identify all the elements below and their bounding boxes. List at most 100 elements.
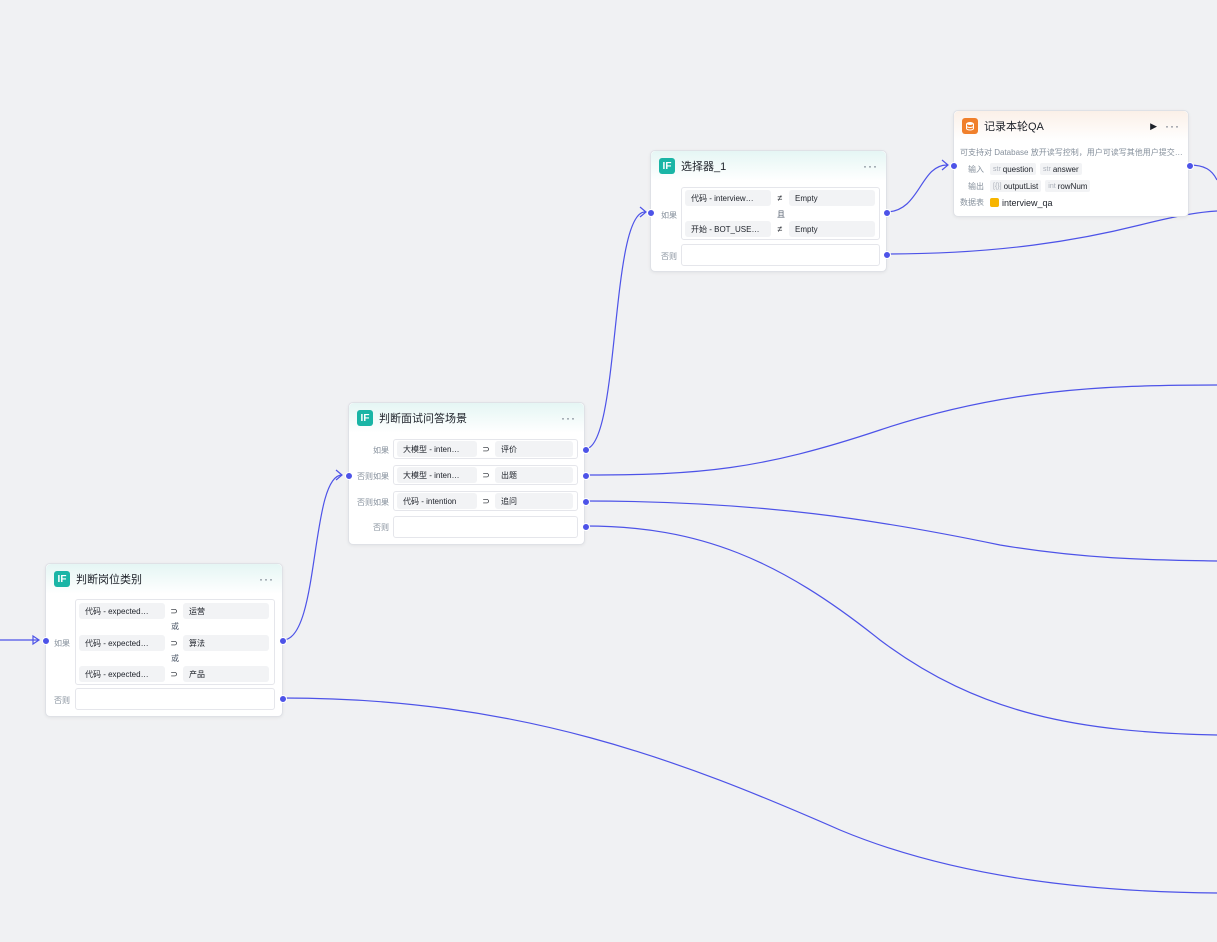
branch-label: 否则如果 <box>357 498 389 507</box>
output-port-elseif-2[interactable] <box>582 498 590 506</box>
condition-left[interactable]: 代码 - expected… <box>79 666 165 682</box>
condition-left[interactable]: 代码 - interview… <box>685 190 771 206</box>
condition-group: 代码 - interview… ≠ Empty 且 开始 - BOT_USE… … <box>681 187 880 240</box>
node-description: 可支持对 Database 放开读写控制，用户可读写其他用户提交… <box>960 148 1183 157</box>
condition-left[interactable]: 大模型 - inten… <box>397 467 477 483</box>
arrow-record <box>941 159 949 171</box>
logic-or[interactable]: 或 <box>171 654 179 663</box>
condition-right[interactable]: Empty <box>789 221 875 237</box>
condition-operator[interactable]: ⊃ <box>482 469 490 480</box>
table-label: 数据表 <box>960 198 984 207</box>
condition-group: 代码 - expected… ⊃ 运营 或 代码 - expected… ⊃ 算… <box>75 599 275 685</box>
condition-row[interactable]: 代码 - interview… ≠ Empty <box>685 190 875 206</box>
input-port[interactable] <box>950 162 958 170</box>
condition-group: 大模型 - inten… ⊃ 出题 <box>393 465 578 485</box>
input-port[interactable] <box>42 637 50 645</box>
condition-operator[interactable]: ≠ <box>777 193 783 203</box>
condition-operator[interactable]: ⊃ <box>482 443 490 454</box>
condition-right[interactable]: 运营 <box>183 603 269 619</box>
condition-right[interactable]: 算法 <box>183 635 269 651</box>
condition-operator[interactable]: ≠ <box>777 224 783 234</box>
condition-right[interactable]: 出题 <box>495 467 573 483</box>
condition-row[interactable]: 代码 - intention ⊃ 追问 <box>397 493 573 509</box>
logic-or[interactable]: 或 <box>171 622 179 631</box>
edge-job-to-qa <box>282 474 343 641</box>
condition-right[interactable]: 产品 <box>183 666 269 682</box>
else-label: 否则 <box>54 696 70 705</box>
type-label: int <box>1048 182 1056 190</box>
node-job-category[interactable]: IF 判断岗位类别 ··· 如果 代码 - expected… ⊃ 运营 或 代… <box>42 563 287 717</box>
condition-row[interactable]: 代码 - expected… ⊃ 运营 <box>79 603 269 619</box>
more-icon[interactable]: ··· <box>1165 119 1180 133</box>
condition-left[interactable]: 代码 - intention <box>397 493 477 509</box>
condition-right[interactable]: Empty <box>789 190 875 206</box>
else-branch[interactable] <box>681 244 880 266</box>
if-icon: IF <box>357 410 373 426</box>
output-port-else[interactable] <box>883 251 891 259</box>
node-title: 记录本轮QA <box>984 121 1044 133</box>
condition-row[interactable]: 开始 - BOT_USE… ≠ Empty <box>685 221 875 237</box>
node-header: 记录本轮QA ▶ ··· <box>954 111 1188 141</box>
condition-left[interactable]: 代码 - expected… <box>79 603 165 619</box>
condition-row[interactable]: 大模型 - inten… ⊃ 评价 <box>397 441 573 457</box>
output-port[interactable] <box>1186 162 1194 170</box>
more-icon[interactable]: ··· <box>561 411 576 425</box>
output-label: 输出 <box>968 181 984 191</box>
more-icon[interactable]: ··· <box>863 159 878 173</box>
output-port-else[interactable] <box>279 695 287 703</box>
more-icon[interactable]: ··· <box>259 572 274 586</box>
else-branch[interactable] <box>75 688 275 710</box>
node-header: IF 判断岗位类别 ··· <box>46 564 282 594</box>
node-title: 判断岗位类别 <box>76 574 142 586</box>
condition-row[interactable]: 大模型 - inten… ⊃ 出题 <box>397 467 573 483</box>
condition-left[interactable]: 开始 - BOT_USE… <box>685 221 771 237</box>
type-label: str <box>993 165 1001 173</box>
else-branch[interactable] <box>393 516 578 538</box>
input-port[interactable] <box>345 472 353 480</box>
output-port-elseif-1[interactable] <box>582 472 590 480</box>
condition-left[interactable]: 大模型 - inten… <box>397 441 477 457</box>
play-icon[interactable]: ▶ <box>1150 120 1157 131</box>
param-name: answer <box>1052 164 1079 174</box>
condition-operator[interactable]: ⊃ <box>170 637 178 648</box>
condition-right[interactable]: 追问 <box>495 493 573 509</box>
condition-operator[interactable]: ⊃ <box>170 605 178 616</box>
edge-selector-else <box>885 210 1217 255</box>
output-tag: [{}]outputList <box>990 180 1042 192</box>
condition-right[interactable]: 评价 <box>495 441 573 457</box>
else-label: 否则 <box>373 523 389 532</box>
output-port-if[interactable] <box>883 209 891 217</box>
if-icon: IF <box>54 571 70 587</box>
branch-label: 如果 <box>373 446 389 455</box>
condition-operator[interactable]: ⊃ <box>482 495 490 506</box>
condition-row[interactable]: 代码 - expected… ⊃ 算法 <box>79 635 269 651</box>
arrow-selector <box>639 206 647 218</box>
edge-qa-else <box>584 525 1217 736</box>
node-record-qa[interactable]: 记录本轮QA ▶ ··· 可支持对 Database 放开读写控制，用户可读写其… <box>950 110 1194 217</box>
logic-and[interactable]: 且 <box>777 210 785 219</box>
if-label: 如果 <box>661 211 677 220</box>
edge-selector-if-to-record <box>885 164 948 213</box>
type-label: [{}] <box>993 182 1002 190</box>
output-port-if[interactable] <box>582 446 590 454</box>
if-icon: IF <box>659 158 675 174</box>
arrow-entry <box>32 634 41 646</box>
edge-qa-elseif1 <box>584 384 1217 476</box>
output-port-else[interactable] <box>582 523 590 531</box>
condition-group: 大模型 - inten… ⊃ 评价 <box>393 439 578 459</box>
condition-operator[interactable]: ⊃ <box>170 668 178 679</box>
node-qa-scene[interactable]: IF 判断面试问答场景 ··· 如果 大模型 - inten… ⊃ 评价 否则如… <box>345 402 590 545</box>
database-icon <box>962 118 978 134</box>
condition-left[interactable]: 代码 - expected… <box>79 635 165 651</box>
condition-group: 代码 - intention ⊃ 追问 <box>393 491 578 511</box>
input-port[interactable] <box>647 209 655 217</box>
node-selector-1[interactable]: IF 选择器_1 ··· 如果 代码 - interview… ≠ Empty … <box>647 150 891 272</box>
output-port-if[interactable] <box>279 637 287 645</box>
condition-row[interactable]: 代码 - expected… ⊃ 产品 <box>79 666 269 682</box>
